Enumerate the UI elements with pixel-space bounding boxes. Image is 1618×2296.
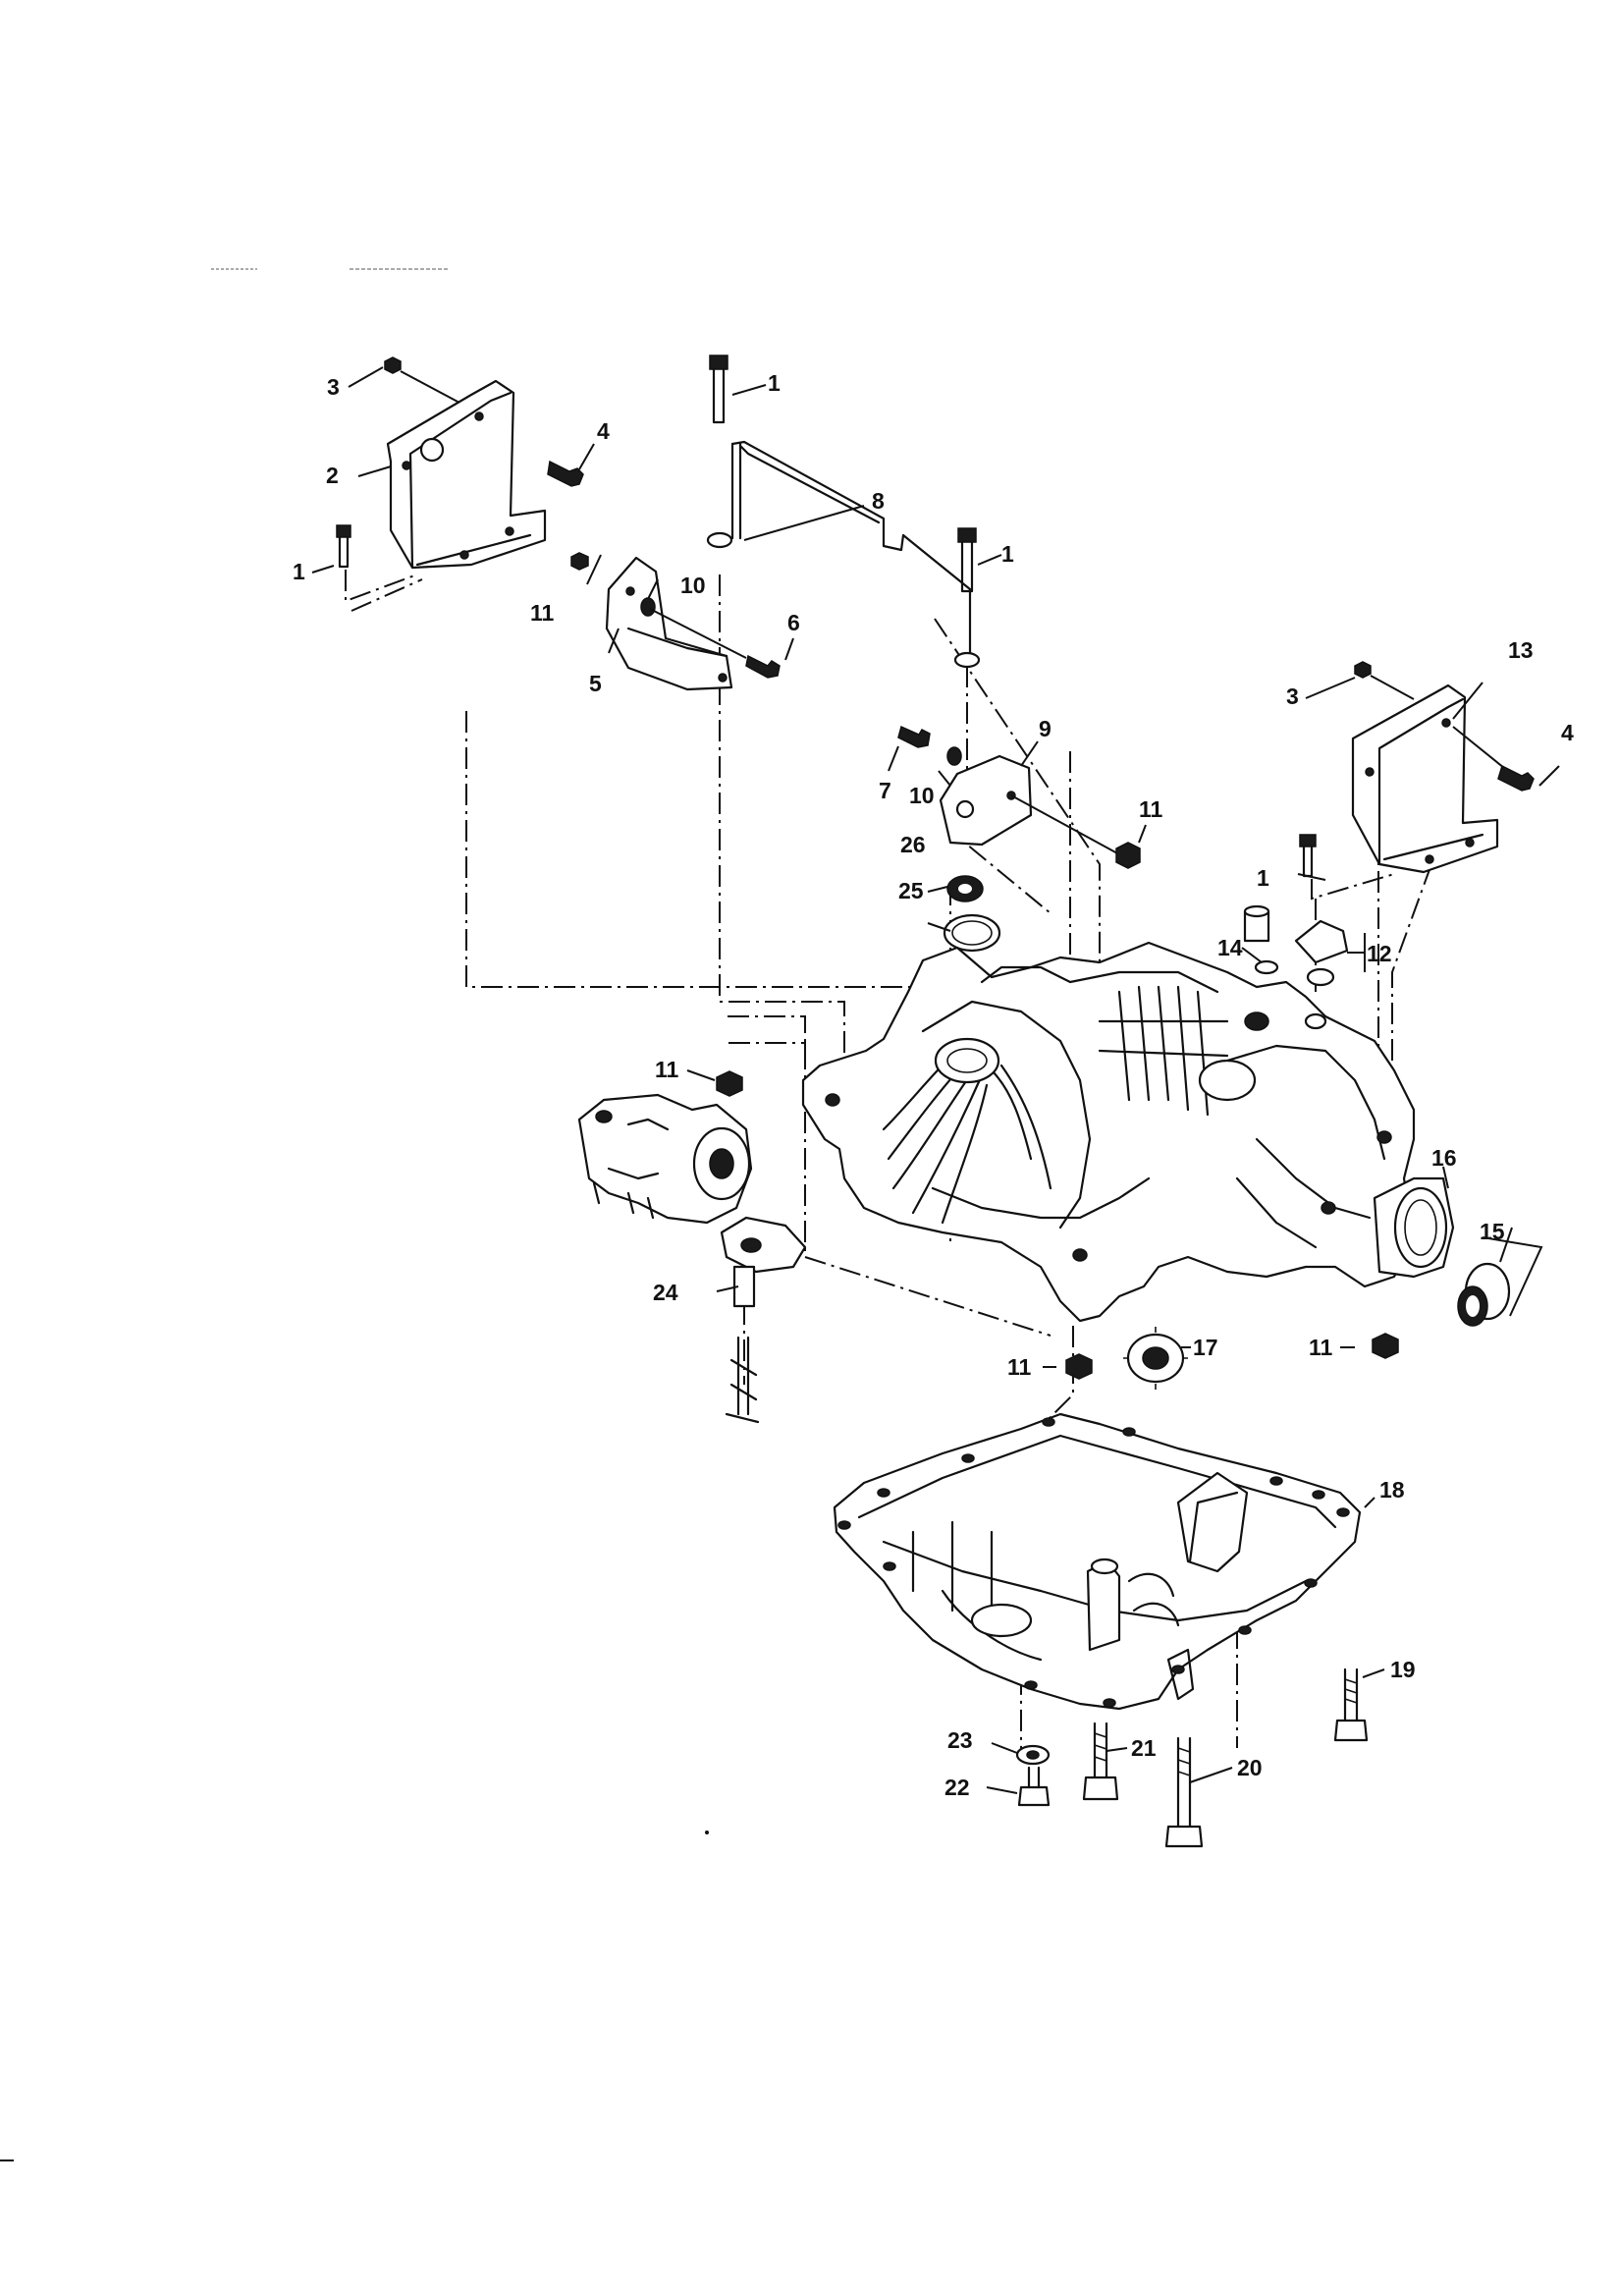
callout-13: 13 — [1508, 637, 1534, 663]
governor-assembly — [577, 1093, 753, 1225]
screw-6 — [649, 608, 781, 679]
callout-12: 12 — [1367, 941, 1392, 966]
callout-1-left: 1 — [293, 559, 305, 584]
governor-rod — [706, 440, 981, 669]
washer-23 — [1015, 1744, 1051, 1766]
nut-11-right — [1372, 1333, 1399, 1359]
nut-11-upper — [570, 552, 589, 571]
callout-labels: 1 1 1 1 2 3 3 4 4 5 6 7 8 9 10 10 11 11 … — [293, 370, 1574, 1800]
callout-20: 20 — [1237, 1755, 1263, 1780]
callout-11-upper: 11 — [530, 600, 555, 626]
callout-1-top: 1 — [768, 370, 781, 396]
callout-1-mid: 1 — [1001, 541, 1014, 567]
bolt-21 — [1082, 1722, 1119, 1801]
callout-14: 14 — [1217, 935, 1243, 960]
callout-1-right: 1 — [1257, 865, 1269, 891]
nut-left — [384, 356, 460, 404]
callout-26: 26 — [900, 832, 926, 857]
bolt-top-center — [709, 355, 728, 424]
callout-11-bracket: 11 — [1139, 796, 1163, 822]
callout-22: 22 — [944, 1775, 970, 1800]
drain-plug-22 — [1017, 1766, 1051, 1807]
nut-right — [1354, 661, 1415, 700]
seal-26 — [946, 875, 984, 902]
bolt-mid — [957, 527, 977, 593]
callout-11-bottom: 11 — [1007, 1354, 1032, 1380]
sump-cover — [833, 1412, 1362, 1711]
screw-right-4 — [1452, 726, 1535, 792]
callout-4-left: 4 — [597, 418, 610, 444]
cap-12 — [1294, 919, 1349, 987]
screw-7 — [897, 725, 962, 766]
callout-10-left: 10 — [680, 573, 706, 598]
callout-9: 9 — [1039, 716, 1052, 741]
bolt-19 — [1333, 1667, 1369, 1742]
governor-plate — [720, 1216, 807, 1274]
callout-25: 25 — [898, 878, 924, 903]
callout-19: 19 — [1390, 1657, 1416, 1682]
callout-15: 15 — [1480, 1219, 1505, 1244]
callout-11-right: 11 — [1309, 1335, 1333, 1360]
callout-18: 18 — [1379, 1477, 1405, 1503]
callout-7: 7 — [879, 778, 891, 803]
callout-3-right: 3 — [1286, 683, 1299, 709]
nut-11-housing — [716, 1070, 743, 1097]
callout-24: 24 — [653, 1280, 678, 1305]
retaining-ring-25 — [943, 913, 1001, 953]
callout-23: 23 — [947, 1727, 973, 1753]
callout-8: 8 — [872, 488, 885, 514]
mounting-bracket-right — [1351, 683, 1499, 874]
callout-2: 2 — [326, 463, 339, 488]
callout-11-housing: 11 — [655, 1057, 679, 1082]
transaxle-housing — [801, 941, 1455, 1323]
callout-10-right: 10 — [909, 783, 935, 808]
bolt-left — [336, 524, 418, 603]
nut-11-bottom — [1065, 1353, 1093, 1380]
callout-5: 5 — [589, 671, 602, 696]
bolt-20 — [1164, 1736, 1204, 1848]
callout-6: 6 — [787, 610, 800, 635]
callout-leaders — [311, 366, 1560, 1794]
mounting-bracket-left — [351, 379, 547, 612]
screw-left-4 — [547, 460, 584, 487]
callout-16: 16 — [1431, 1145, 1457, 1171]
callout-4-right: 4 — [1561, 720, 1574, 745]
governor-bracket — [939, 754, 1120, 855]
callout-21: 21 — [1131, 1735, 1157, 1761]
washer-10-left — [640, 597, 656, 617]
shaft-24 — [725, 1265, 760, 1424]
plug-14 — [1243, 904, 1279, 975]
callout-3-left: 3 — [327, 374, 340, 400]
axle-seal-15 — [1457, 1236, 1543, 1327]
nut-11-bracket — [1115, 842, 1141, 869]
callout-17: 17 — [1193, 1335, 1218, 1360]
gear-17 — [1123, 1327, 1188, 1390]
link-bracket — [605, 556, 733, 691]
bolt-right — [1299, 834, 1395, 901]
